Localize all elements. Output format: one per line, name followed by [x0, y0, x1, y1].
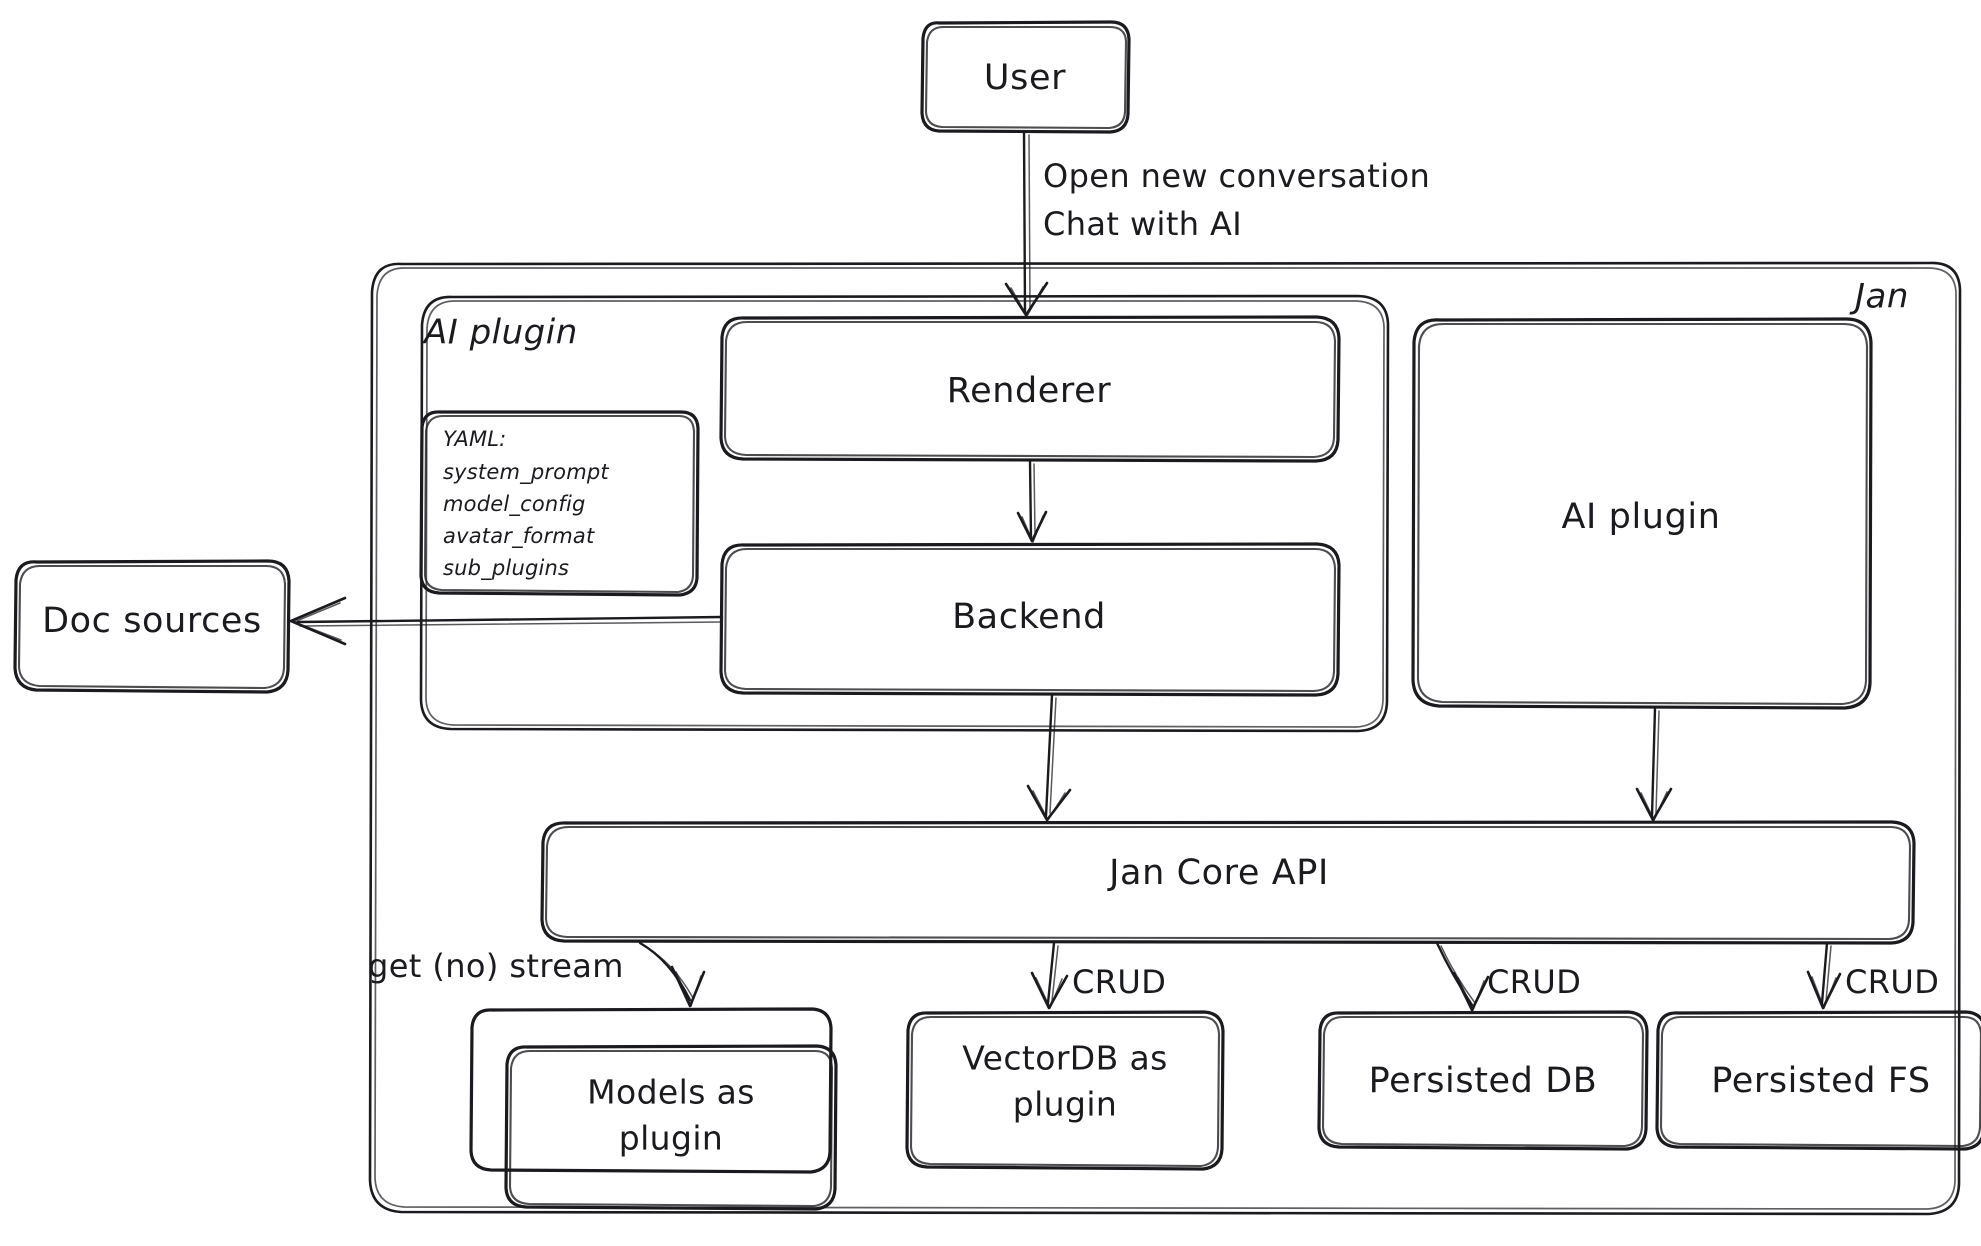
container-ai-plugin-group[interactable]: AI plugin [419, 294, 1390, 733]
edge-core-api-to-models-label: get (no) stream [368, 947, 624, 985]
node-persisted-fs-label: Persisted FS [1711, 1061, 1931, 1101]
node-renderer-label: Renderer [947, 371, 1112, 411]
edge-backend-to-doc-sources [289, 596, 724, 646]
container-jan-label: Jan [1849, 277, 1909, 317]
edge-core-api-to-persisted-db-label: CRUD [1487, 963, 1581, 1001]
container-ai-plugin-group-label: AI plugin [422, 313, 578, 353]
yaml-item-system-prompt: system_prompt [443, 460, 609, 485]
edge-core-api-to-vectordb-label: CRUD [1072, 963, 1166, 1001]
edge-core-api-to-models: get (no) stream [368, 941, 706, 1008]
yaml-heading: YAML: [443, 427, 506, 451]
edge-backend-to-core-api [1026, 693, 1072, 822]
edge-core-api-to-vectordb: CRUD [1030, 941, 1166, 1010]
yaml-card[interactable]: YAML: system_prompt model_config avatar_… [419, 410, 700, 597]
node-models-plugin-label-line1: Models as [587, 1073, 755, 1112]
node-ai-plugin[interactable]: AI plugin [1411, 317, 1873, 710]
edge-user-to-renderer: Open new conversation Chat with AI [1004, 130, 1430, 317]
node-renderer[interactable]: Renderer [719, 315, 1341, 463]
node-vectordb-plugin[interactable]: VectorDB as plugin [905, 1010, 1225, 1171]
node-vectordb-plugin-label-line1: VectorDB as [962, 1039, 1168, 1078]
edge-ai-plugin-to-core-api [1635, 706, 1673, 822]
node-models-plugin-label-line2: plugin [619, 1119, 723, 1158]
node-models-plugin[interactable]: Models as plugin [469, 1007, 838, 1211]
edge-user-to-renderer-label-line2: Chat with AI [1043, 205, 1242, 243]
node-user-label: User [984, 58, 1066, 98]
node-jan-core-api[interactable]: Jan Core API [540, 820, 1916, 945]
node-persisted-db[interactable]: Persisted DB [1317, 1010, 1649, 1151]
node-doc-sources-label: Doc sources [42, 601, 262, 641]
node-backend-label: Backend [952, 597, 1106, 637]
node-user[interactable]: User [920, 20, 1131, 134]
node-ai-plugin-label: AI plugin [1561, 497, 1720, 537]
edge-core-api-to-persisted-fs-label: CRUD [1845, 963, 1939, 1001]
yaml-item-model-config: model_config [443, 492, 586, 517]
container-jan[interactable]: Jan [368, 261, 1962, 1216]
node-persisted-fs[interactable]: Persisted FS [1655, 1010, 1981, 1151]
edge-core-api-to-persisted-fs: CRUD [1806, 941, 1939, 1010]
edge-core-api-to-persisted-db: CRUD [1435, 941, 1581, 1012]
edge-user-to-renderer-label-line1: Open new conversation [1043, 157, 1430, 195]
edge-renderer-to-backend [1016, 459, 1048, 543]
node-vectordb-plugin-label-line2: plugin [1013, 1085, 1117, 1124]
yaml-item-sub-plugins: sub_plugins [443, 556, 569, 581]
node-persisted-db-label: Persisted DB [1369, 1061, 1598, 1101]
node-doc-sources[interactable]: Doc sources [13, 559, 291, 694]
node-backend[interactable]: Backend [719, 542, 1341, 697]
node-jan-core-api-label: Jan Core API [1107, 853, 1329, 893]
yaml-item-avatar-format: avatar_format [443, 524, 595, 549]
